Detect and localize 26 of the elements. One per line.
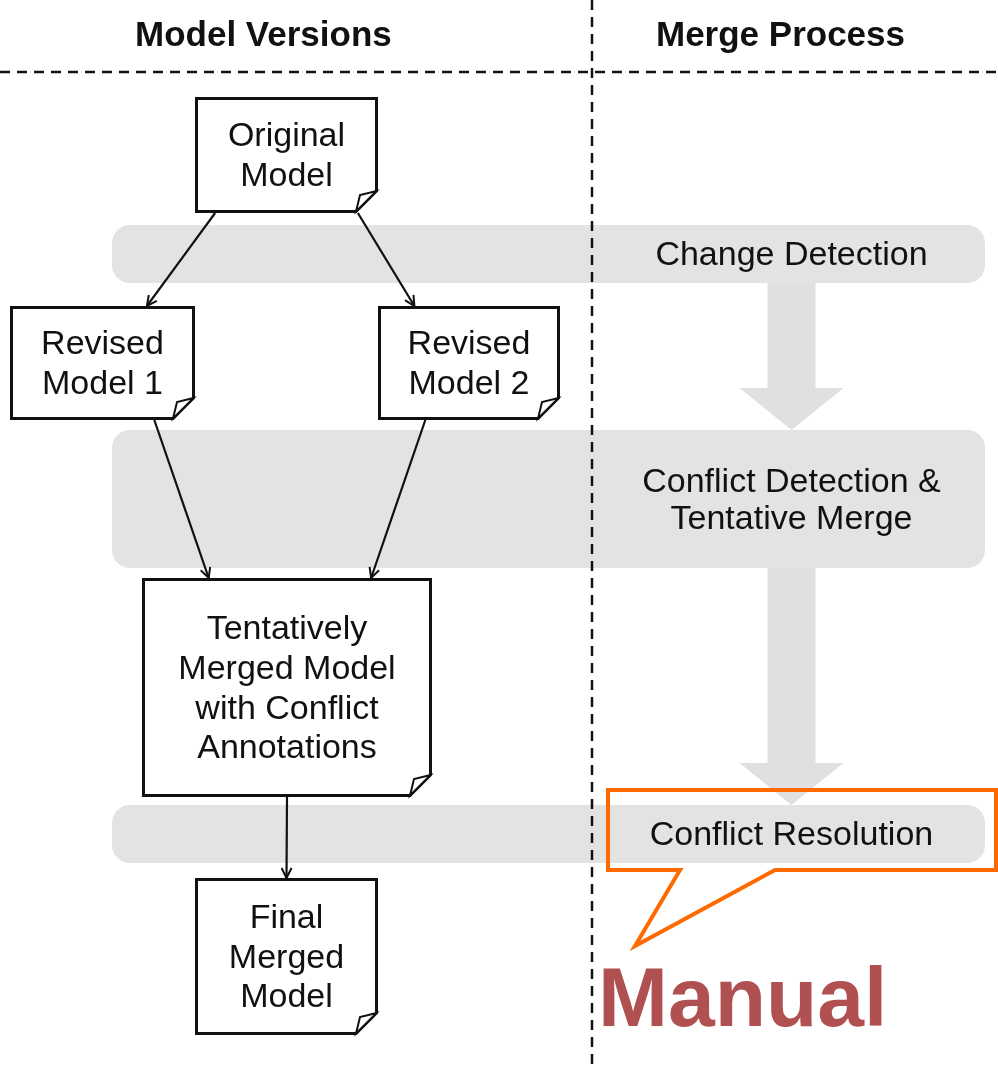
document-box [195,97,378,213]
arrow [368,419,427,579]
column-heading: Model Versions [135,16,392,51]
document-box [10,306,195,420]
process-band [598,225,985,283]
process-band [598,805,985,863]
document-box [195,878,378,1035]
node-label: Tentatively Merged Model with Conflict Annotations [177,607,397,768]
process-band [598,430,985,568]
node-label: Final Merged Model [227,896,346,1017]
arrow [280,797,293,879]
document-box [378,306,560,420]
flow-arrow [739,568,844,805]
callout-text: Manual [598,955,888,1039]
column-heading: Merge Process [656,16,906,51]
node-label: Revised Model 1 [40,323,165,403]
node-label: Conflict Resolution [649,815,934,853]
arrow [356,212,416,307]
node-label: Conflict Detection & Tentative Merge [641,461,942,537]
arrow [145,212,216,307]
flow-arrow [739,283,844,430]
document-box [142,578,432,797]
node-label: Change Detection [655,235,928,273]
node-label: Revised Model 2 [406,323,532,403]
node-label: Original Model [226,115,347,195]
arrow [153,419,212,579]
